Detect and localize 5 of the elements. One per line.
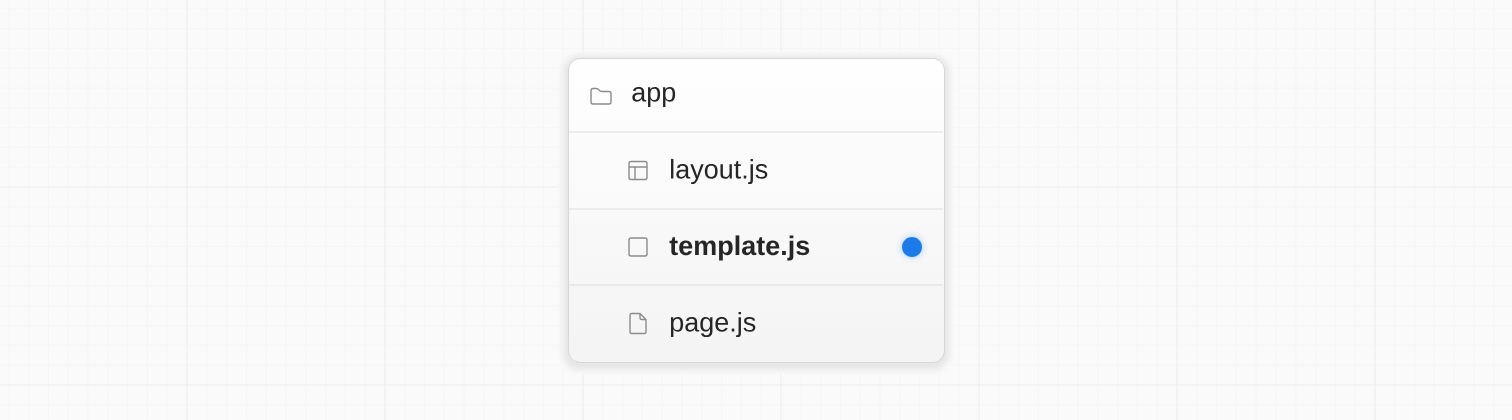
- file-name: page.js: [670, 311, 756, 338]
- folder-name: app: [632, 86, 676, 108]
- file-name: template.js: [669, 235, 810, 261]
- file-name: layout.js: [671, 158, 768, 185]
- card: [568, 58, 945, 363]
